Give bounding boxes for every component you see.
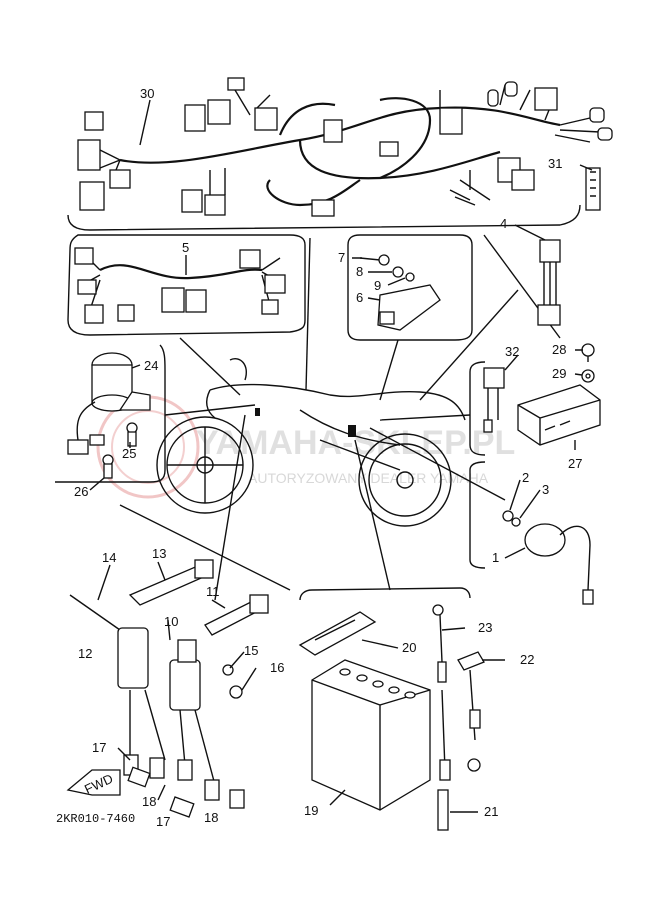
callout-14: 14 — [102, 550, 116, 565]
callout-16: 16 — [270, 660, 284, 675]
callout-30: 30 — [140, 86, 154, 101]
callout-7: 7 — [338, 250, 345, 265]
callout-10: 10 — [164, 614, 178, 629]
callout-4: 4 — [500, 216, 507, 231]
motorcycle-outline — [156, 358, 466, 527]
drawing-code: 2KR010-7460 — [56, 812, 135, 826]
callout-12: 12 — [78, 646, 92, 661]
callout-5: 5 — [182, 240, 189, 255]
wire-harness-assembly — [77, 77, 613, 217]
callout-6: 6 — [356, 290, 363, 305]
callout-28: 28 — [552, 342, 566, 357]
callout-32: 32 — [505, 344, 519, 359]
callout-9: 9 — [374, 278, 381, 293]
callout-11: 11 — [206, 584, 220, 599]
fwd-arrow-icon — [66, 769, 121, 796]
callouts: 30 31 5 7 8 9 6 4 24 25 26 32 28 29 27 2… — [56, 86, 582, 829]
callout-18a: 18 — [142, 794, 156, 809]
callout-31: 31 — [548, 156, 562, 171]
igniter-unit — [483, 343, 601, 446]
callout-25: 25 — [122, 446, 136, 461]
battery-assembly — [298, 604, 485, 831]
callout-18b: 18 — [204, 810, 218, 825]
callout-17b: 17 — [156, 814, 170, 829]
callout-21: 21 — [484, 804, 498, 819]
callout-27: 27 — [568, 456, 582, 471]
callout-17a: 17 — [92, 740, 106, 755]
callout-15: 15 — [244, 643, 258, 658]
callout-22: 22 — [520, 652, 534, 667]
callout-13: 13 — [152, 546, 166, 561]
mounting-hardware — [359, 254, 441, 331]
callout-26: 26 — [74, 484, 88, 499]
callout-1: 1 — [492, 550, 499, 565]
horn-assembly — [502, 510, 594, 605]
relay-connector — [537, 239, 561, 326]
leader-lines — [89, 99, 593, 813]
callout-8: 8 — [356, 264, 363, 279]
callout-24: 24 — [144, 358, 158, 373]
callout-2: 2 — [522, 470, 529, 485]
callout-23: 23 — [478, 620, 492, 635]
callout-3: 3 — [542, 482, 549, 497]
main-switch — [67, 352, 151, 479]
callout-29: 29 — [552, 366, 566, 381]
callout-19: 19 — [304, 803, 318, 818]
ignition-coils: FWD — [66, 559, 269, 818]
callout-20: 20 — [402, 640, 416, 655]
sub-harness — [74, 247, 286, 324]
